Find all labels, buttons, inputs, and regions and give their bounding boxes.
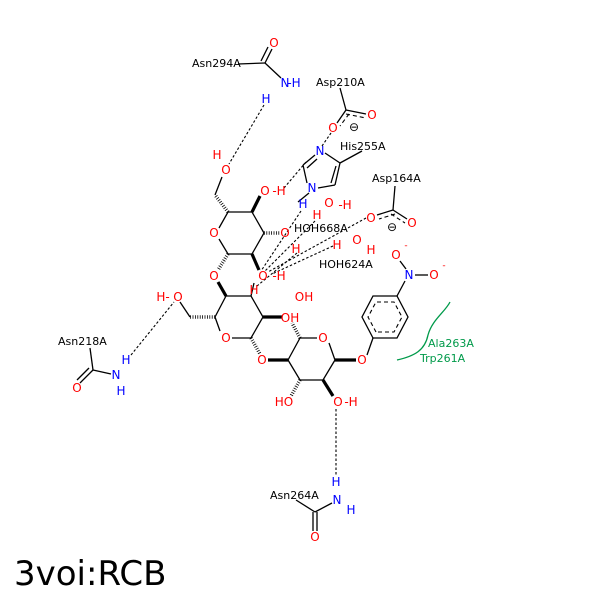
atom-label: ⊖	[349, 120, 359, 134]
atom-label: O	[257, 353, 266, 367]
atom-labels: O N -H H O O ⊖ N N H H O O -H O O H O -H…	[72, 36, 445, 544]
atom-label: O	[72, 381, 81, 395]
atom-label: -	[442, 261, 445, 271]
atom-label: H	[298, 197, 307, 211]
hydrophobic-contact-curve	[396, 301, 451, 361]
residue-trp261: Trp261A	[419, 352, 466, 365]
covalent-bonds	[76, 46, 428, 531]
residue-asn294: Asn294A	[192, 57, 241, 70]
atom-label: O	[310, 530, 319, 544]
atom-label: O	[328, 121, 337, 135]
atom-label: O	[391, 248, 400, 262]
atom-label: O	[258, 269, 267, 283]
residue-ala263: Ala263A	[428, 337, 474, 350]
residue-asp164: Asp164A	[372, 172, 421, 185]
atom-label: O	[429, 268, 438, 282]
atom-label: O	[209, 226, 218, 240]
atom-label: -H	[344, 395, 357, 409]
atom-label: N	[333, 493, 342, 507]
atom-label: H	[116, 384, 125, 398]
atom-label: O	[333, 395, 342, 409]
atom-label: O	[318, 331, 327, 345]
residue-asn218: Asn218A	[58, 335, 107, 348]
atom-label: O	[366, 211, 375, 225]
atom-label: H	[346, 503, 355, 517]
atom-label: H	[121, 353, 130, 367]
atom-label: O	[407, 216, 416, 230]
atom-label: O	[367, 108, 376, 122]
atom-label: OH	[281, 311, 299, 325]
atom-label: H	[291, 242, 300, 256]
residue-asn264: Asn264A	[270, 489, 319, 502]
atom-label: O	[209, 269, 218, 283]
atom-label: -H	[287, 76, 300, 90]
hydrogen-bonds	[130, 104, 367, 475]
atom-label: N	[316, 144, 325, 158]
atom-label: ⊖	[387, 220, 397, 234]
ligand-title: 3voi:RCB	[14, 554, 166, 594]
atom-label: HO	[275, 395, 293, 409]
atom-label: O	[260, 184, 269, 198]
atom-label: OH	[295, 290, 313, 304]
atom-label: O	[221, 331, 230, 345]
atom-label: H	[331, 475, 340, 489]
atom-label: H	[312, 208, 321, 222]
atom-label: -H	[272, 269, 285, 283]
water-hoh624: HOH624A	[319, 258, 373, 271]
atom-label: N	[405, 268, 414, 282]
atom-label: H	[249, 283, 258, 297]
atom-label: O	[352, 233, 361, 247]
atom-label: H-	[156, 290, 169, 304]
atom-label: H	[366, 243, 375, 257]
atom-label: N	[281, 76, 290, 90]
atom-label: H	[261, 92, 270, 106]
atom-label: N	[308, 181, 317, 195]
atom-label: H	[212, 148, 221, 162]
atom-label: O	[357, 353, 366, 367]
residue-asp210: Asp210A	[316, 76, 365, 89]
atom-label: N	[112, 368, 121, 382]
water-hoh668: HOH668A	[294, 222, 348, 235]
atom-label: -	[404, 241, 407, 251]
atom-label: O	[221, 163, 230, 177]
atom-label: -H	[272, 184, 285, 198]
atom-label: O	[324, 196, 333, 210]
atom-label: O	[173, 290, 182, 304]
residue-his255: His255A	[340, 140, 386, 153]
atom-label: H	[332, 238, 341, 252]
atom-label: O	[280, 226, 289, 240]
atom-label: -H	[338, 198, 351, 212]
atom-label: O	[269, 36, 278, 50]
